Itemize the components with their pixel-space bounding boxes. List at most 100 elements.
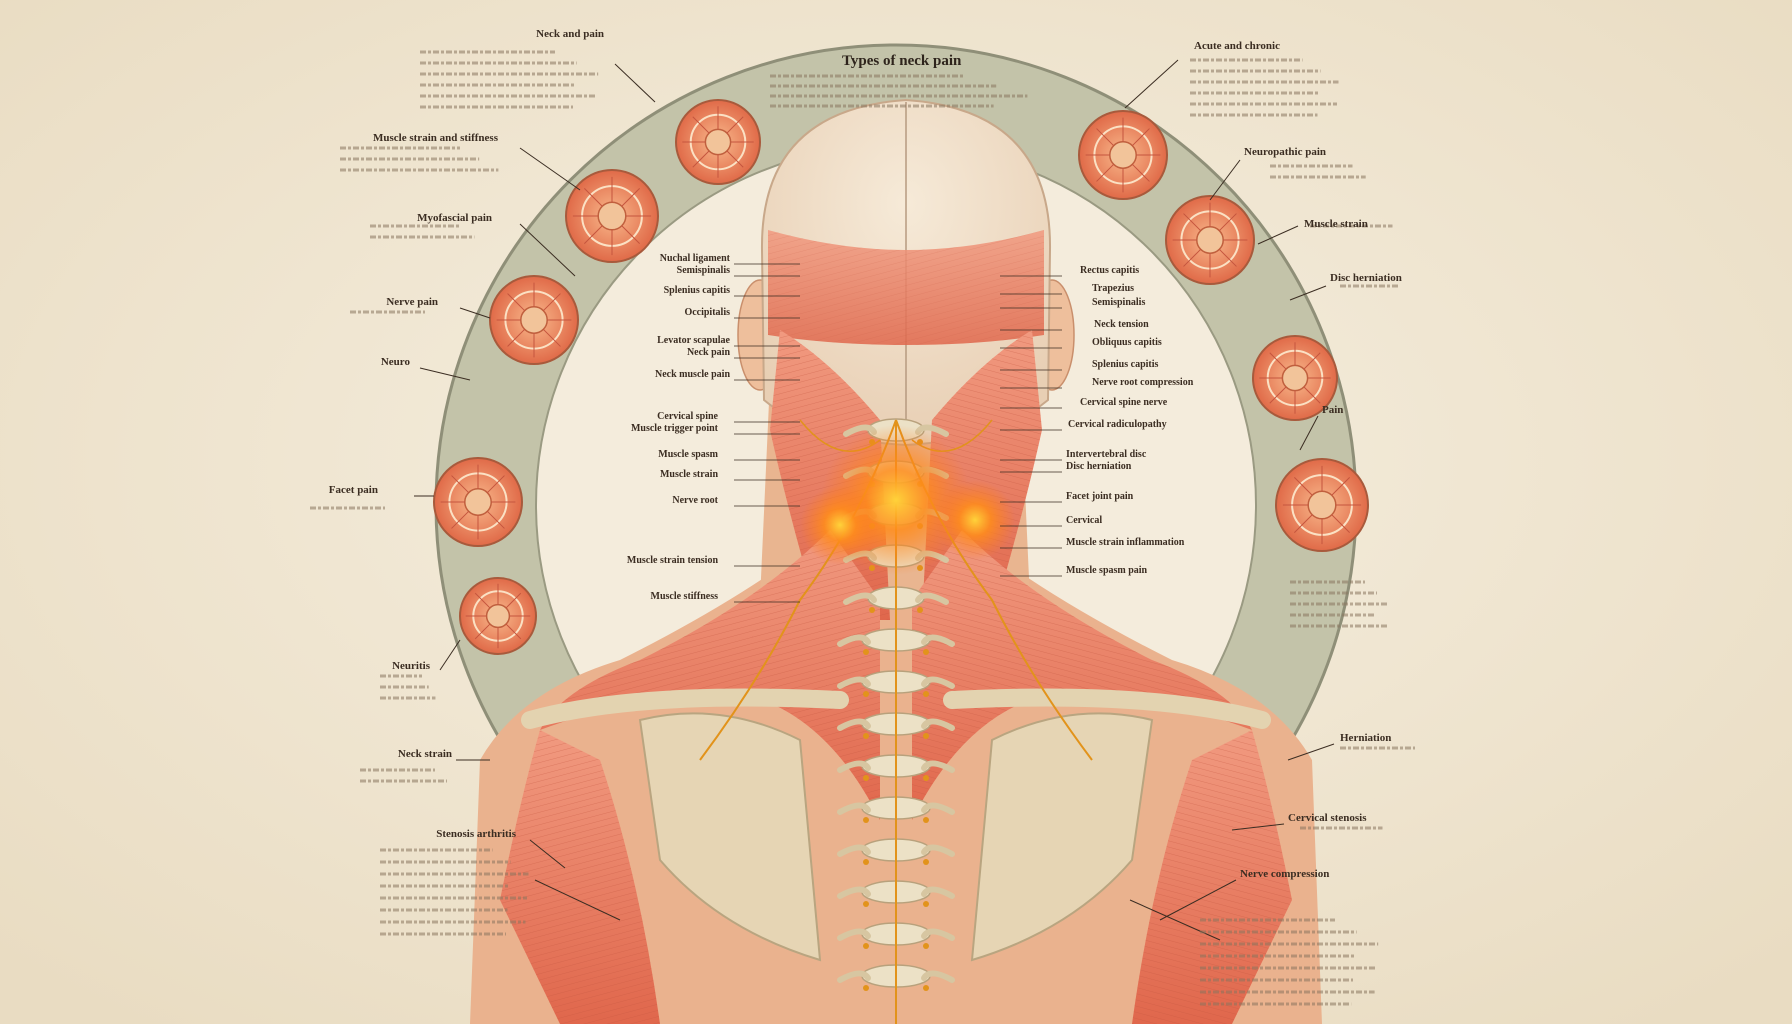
label-left-2: Muscle strain and stiffness (373, 132, 498, 144)
label-right-7: Cervical stenosis (1288, 812, 1367, 824)
detail-spoke (474, 623, 491, 640)
detail-spoke (1183, 248, 1202, 267)
detail-spoke (1303, 352, 1321, 370)
transverse-process (837, 760, 871, 773)
right-clavicle (943, 688, 1271, 729)
detail-spoke (486, 510, 505, 529)
leader-lines (414, 59, 1335, 941)
detail-spoke (474, 592, 491, 609)
anatomy-right-3: Neck tension (1094, 319, 1149, 330)
detail-spoke (1131, 163, 1150, 182)
label-left-5: Neuro (380, 356, 410, 368)
leader-line (534, 879, 621, 921)
annotation-text-lines (310, 50, 1415, 1006)
detail-spoke (692, 150, 710, 168)
leader-line (1159, 879, 1237, 921)
anatomy-left-10: Muscle strain (659, 469, 718, 480)
anatomy-right-9: Intervertebral disc (1066, 449, 1147, 460)
nerve-root (863, 943, 869, 949)
anatomy-left-7: Cervical spine (657, 411, 718, 422)
anatomy-left-12: Muscle strain tension (626, 555, 718, 566)
transverse-process (837, 844, 871, 857)
detail-spoke (451, 510, 470, 529)
detail-core (1109, 141, 1137, 169)
pain-glow-right (935, 480, 1015, 560)
anatomy-right-4: Obliquus capitis (1092, 337, 1162, 348)
anatomy-right-12: Cervical (1066, 515, 1103, 526)
detail-core (1196, 226, 1224, 254)
nerve-root (923, 985, 929, 991)
detail-spoke (583, 187, 603, 207)
nerve-root (863, 859, 869, 865)
detail-spoke (1183, 213, 1202, 232)
detail-spoke (583, 225, 603, 245)
detail-core (1307, 490, 1337, 520)
anatomy-left-5: Neck pain (686, 347, 730, 358)
detail-core (485, 603, 511, 629)
label-right-2: Neuropathic pain (1244, 146, 1327, 158)
label-left-3: Myofascial pain (417, 212, 492, 224)
transverse-process (921, 760, 955, 773)
nerve-root (923, 943, 929, 949)
detail-spoke (621, 225, 641, 245)
detail-core (704, 128, 732, 156)
leader-line (519, 223, 576, 277)
detail-spoke (1331, 514, 1351, 534)
nerve-root (917, 607, 923, 613)
detail-spoke (507, 328, 526, 347)
anatomy-left-0: Nuchal ligament (659, 253, 730, 264)
anatomy-left-11: Nerve root (672, 495, 718, 506)
leader-line (529, 839, 566, 869)
detail-spoke (1096, 163, 1115, 182)
transverse-process (921, 886, 955, 899)
detail-spoke (505, 623, 522, 640)
label-left-7: Neuritis (392, 660, 430, 672)
label-right-5: Pain (1322, 404, 1344, 416)
leader-line (1289, 285, 1327, 301)
transverse-process (843, 592, 877, 605)
detail-spoke (542, 328, 561, 347)
nerve-root (923, 775, 929, 781)
detail-spoke (1293, 514, 1313, 534)
anatomy-right-8: Cervical radiculopathy (1068, 419, 1167, 430)
pain-glow-left (800, 485, 880, 565)
anatomy-right-1: Trapezius (1092, 283, 1135, 294)
detail-spoke (621, 187, 641, 207)
anatomy-right-14: Muscle spasm pain (1066, 565, 1148, 576)
label-left-4: Nerve pain (386, 296, 438, 308)
detail-spoke (726, 150, 744, 168)
leader-line (1231, 823, 1285, 831)
transverse-process (837, 928, 871, 941)
leader-line (519, 147, 581, 191)
detail-spoke (451, 475, 470, 494)
detail-circles (433, 99, 1369, 655)
detail-spoke (1218, 213, 1237, 232)
left-clavicle (521, 688, 849, 729)
leader-line (1287, 743, 1335, 761)
nerve-root (863, 775, 869, 781)
leader-line (614, 63, 656, 103)
detail-core (597, 201, 627, 231)
anatomy-left-13: Muscle stiffness (650, 591, 719, 602)
transverse-process (921, 634, 955, 647)
label-right-4: Disc herniation (1330, 272, 1402, 284)
transverse-process (837, 718, 871, 731)
anatomy-right-11: Facet joint pain (1066, 491, 1134, 502)
leader-line (1257, 225, 1299, 245)
label-upper-right: Acute and chronic (1194, 40, 1280, 52)
anatomy-right-5: Splenius capitis (1092, 359, 1159, 370)
transverse-process (921, 676, 955, 689)
detail-spoke (1331, 476, 1351, 496)
detail-spoke (1096, 128, 1115, 147)
transverse-process (921, 928, 955, 941)
label-left-6: Facet pain (328, 484, 378, 496)
nerve-root (923, 901, 929, 907)
detail-core (520, 306, 548, 334)
detail-spoke (692, 116, 710, 134)
detail-spoke (1218, 248, 1237, 267)
nerve-root (869, 607, 875, 613)
transverse-process (837, 634, 871, 647)
anatomy-right-2: Semispinalis (1092, 297, 1146, 308)
